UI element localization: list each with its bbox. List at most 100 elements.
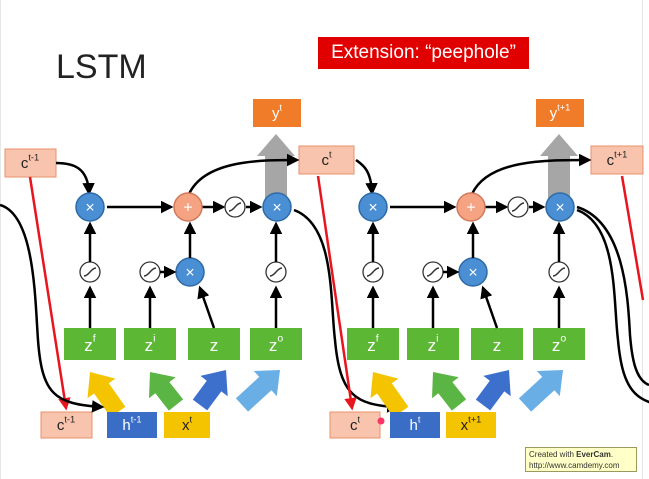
c-out-box-1: ct+1	[590, 145, 644, 175]
x-bottom-label-0: xt	[182, 414, 193, 433]
output-mult-0: ×	[262, 192, 292, 222]
c-out-box-1-rect	[590, 145, 644, 175]
slide-title: LSTM	[56, 48, 147, 86]
extension-banner: Extension: “peephole”	[318, 37, 529, 69]
evercam-watermark: Created with EverCam. http://www.camdemy…	[525, 447, 637, 472]
c-bottom-label-1: ct	[350, 414, 361, 433]
cell-add-1-glyph: +	[466, 200, 475, 217]
gate-zi-1: zi	[407, 328, 459, 360]
cell-tanh-0	[224, 196, 246, 218]
c-bottom-label-0-sup: t-1	[64, 414, 75, 424]
gate-zo-label-1: zo	[552, 333, 567, 355]
add-to-c-out-1	[470, 153, 592, 195]
x-bottom-box-1-rect	[446, 412, 496, 438]
input-arrow-blue-0	[192, 370, 228, 411]
h-bottom-label-1-sup: t	[418, 414, 421, 424]
forget-mult-0-glyph: ×	[85, 200, 94, 217]
x-bottom-label-1: xt+1	[461, 414, 482, 433]
gate-z-label-0-base: z	[210, 336, 219, 355]
output-to-h-0	[293, 208, 400, 413]
input-arrow-lightblue-1	[518, 370, 563, 412]
gate-zo-label-0: zo	[269, 333, 284, 355]
input-arrow-green-0	[149, 372, 184, 411]
h-bottom-label-1: ht	[410, 414, 421, 433]
gate-z-0: z	[188, 328, 240, 360]
output-sigmoid-1-curve	[552, 267, 566, 277]
c-out-label-1: ct+1	[607, 149, 628, 168]
output-mult-1-circle	[545, 192, 575, 222]
z-up-1	[480, 285, 499, 329]
gate-zf-label-0: zf	[84, 333, 96, 355]
forget-mult-0: ×	[75, 192, 105, 222]
output-mult-1-glyph: ×	[555, 200, 564, 217]
gate-zo-1: zo	[533, 328, 585, 360]
h-bottom-box-0: ht-1	[107, 412, 157, 438]
gate-zf-label-0-sup: f	[93, 333, 96, 345]
peephole-exit-right	[620, 175, 645, 301]
cell-add-0-circle	[173, 192, 203, 222]
gate-zo-label-1-sup: o	[560, 333, 566, 345]
gate-z-0-rect	[188, 328, 240, 360]
input-sigmoid-1-curve	[426, 267, 440, 277]
forget-mult-1-circle	[358, 192, 388, 222]
y-output-label-1-sup: t+1	[557, 102, 570, 112]
input-mult-0: ×	[175, 257, 205, 287]
input-arrow-blue-1	[475, 370, 511, 411]
c-out-box-0: ct	[298, 145, 355, 175]
input-sigmoid-1	[422, 261, 444, 283]
c-out-label-0-sup: t	[329, 149, 332, 159]
peephole-arrow-0	[28, 176, 71, 411]
y-output-box-0-rect	[253, 99, 301, 127]
gate-z-label-1: z	[493, 336, 502, 355]
x-bottom-label-0-sup: t	[189, 414, 192, 424]
forget-sigmoid-1-curve	[366, 267, 380, 277]
input-arrow-green-1	[432, 372, 467, 411]
y-output-label-0-base: y	[272, 105, 280, 122]
gate-zo-label-0-sup: o	[277, 333, 283, 345]
gate-zf-0: zf	[64, 328, 116, 360]
input-sigmoid-0-curve	[143, 267, 157, 277]
gate-zi-label-1-sup: i	[436, 333, 438, 345]
c-in-label-0-base: c	[21, 155, 29, 172]
input-mult-0-glyph: ×	[185, 265, 194, 282]
c-bottom-label-1-base: c	[350, 417, 358, 434]
c-in-box-0-rect	[4, 148, 57, 178]
y-output-box-0: yt	[253, 99, 301, 127]
x-bottom-box-1: xt+1	[446, 412, 496, 438]
x-bottom-label-1-base: x	[461, 417, 469, 434]
incoming-prev-curve	[0, 203, 105, 413]
c-in-to-forget-mult-0	[55, 161, 95, 196]
x-bottom-label-0-base: x	[182, 417, 190, 434]
outgoing-next-curve	[576, 205, 649, 387]
output-sigmoid-1	[548, 261, 570, 283]
output-to-h-1	[576, 208, 649, 404]
output-gray-arrow-0	[257, 134, 295, 204]
h-bottom-box-1: ht	[390, 412, 440, 438]
c-bottom-box-0-rect	[40, 411, 93, 439]
h-bottom-label-0-sup: t-1	[131, 414, 142, 424]
gate-zi-label-0-base: z	[145, 336, 154, 355]
output-mult-0-glyph: ×	[272, 200, 281, 217]
gate-zi-label-0: zi	[145, 333, 156, 355]
gate-zi-label-0-sup: i	[153, 333, 155, 345]
c-bottom-label-0: ct-1	[57, 414, 75, 433]
input-sigmoid-0	[139, 261, 161, 283]
cell-tanh-1-curve	[511, 202, 525, 212]
c-out-label-0: ct	[321, 149, 332, 168]
gate-zi-0-rect	[124, 328, 176, 360]
h-bottom-box-1-rect	[390, 412, 440, 438]
gate-zf-label-1: zf	[367, 333, 379, 355]
gate-zo-label-1-base: z	[552, 336, 561, 355]
gate-zf-1-rect	[347, 328, 399, 360]
gate-z-1: z	[471, 328, 523, 360]
gate-zo-1-rect	[533, 328, 585, 360]
x-bottom-label-1-sup: t+1	[468, 414, 481, 424]
gate-z-label-1-base: z	[493, 336, 502, 355]
y-output-label-1-base: y	[550, 105, 558, 122]
y-output-box-1: yt+1	[536, 99, 584, 127]
x-bottom-box-0-rect	[164, 412, 210, 438]
cell-tanh-1	[507, 196, 529, 218]
output-gray-arrow-1	[540, 134, 578, 204]
add-to-c-out-0	[187, 153, 300, 195]
gate-zf-label-1-base: z	[367, 336, 376, 355]
